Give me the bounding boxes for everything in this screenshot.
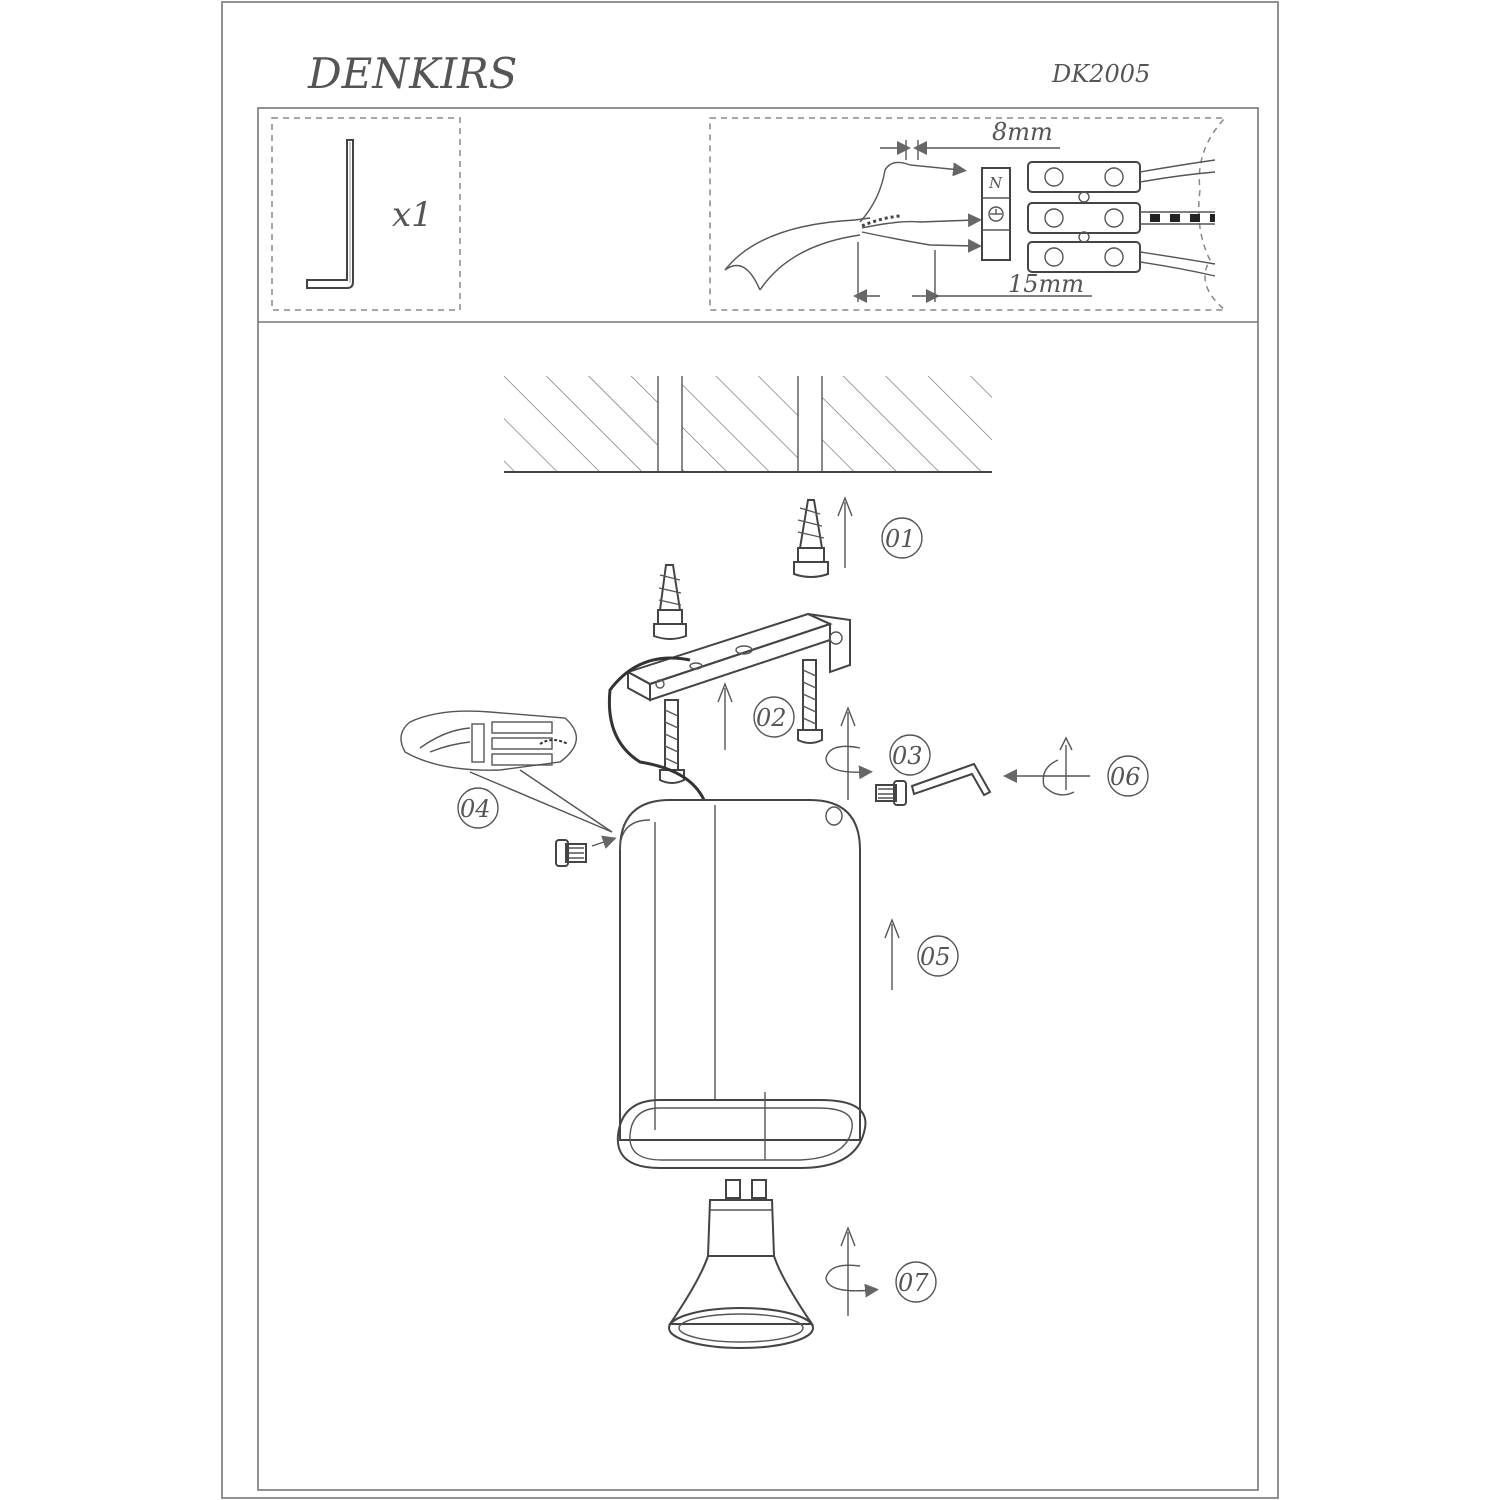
hex-key-tool [910, 762, 992, 797]
svg-text:01: 01 [885, 525, 916, 553]
step-05-arrow [884, 918, 900, 990]
hex-key-icon [306, 139, 354, 289]
svg-text:07: 07 [898, 1269, 929, 1297]
wall-plug-icon [793, 499, 829, 578]
svg-text:04: 04 [460, 795, 491, 823]
wiring-detail-panel: 8mm 15mm N [709, 117, 1228, 311]
step-02-badge: 02 [753, 696, 795, 738]
step-07-badge: 07 [895, 1261, 937, 1303]
content-frame [257, 107, 1259, 1491]
rotate-arrow-icon [825, 706, 873, 800]
mounting-bracket [625, 612, 851, 702]
svg-text:03: 03 [892, 742, 923, 770]
step-04-badge: 04 [457, 787, 499, 829]
strip-length-long: 15mm [1008, 270, 1084, 298]
strip-length-short: 8mm [992, 118, 1053, 146]
supply-cable [724, 217, 871, 291]
ceiling-section [504, 376, 992, 473]
bracket-screw-left [659, 699, 685, 784]
connector-strip [1027, 161, 1141, 273]
gu10-bulb [668, 1179, 814, 1349]
set-screw-left [555, 835, 617, 867]
screw-icon [653, 564, 687, 640]
step-05-badge: 05 [917, 935, 959, 977]
terminal-block [981, 167, 1011, 261]
tighten-arrow-icon [1003, 736, 1090, 796]
step-06-badge: 06 [1107, 755, 1149, 797]
step-01-arrow [837, 496, 853, 568]
lamp-housing [616, 799, 867, 1169]
accessory-panel: x1 [271, 117, 461, 311]
model-number: DK2005 [1051, 60, 1150, 88]
set-screw-right [875, 780, 907, 806]
earth-ground-icon [988, 206, 1004, 222]
sheet-border [221, 1, 1279, 1499]
svg-text:02: 02 [756, 704, 787, 732]
bracket-screw-right [797, 659, 823, 744]
terminal-neutral-label: N [988, 174, 1003, 192]
twist-arrow-icon [825, 1226, 879, 1316]
step-03-badge: 03 [889, 734, 931, 776]
svg-text:06: 06 [1110, 763, 1141, 791]
step-01-badge: 01 [881, 517, 923, 559]
svg-text:05: 05 [920, 943, 951, 971]
step-02-arrow [717, 682, 733, 750]
brand-name: DENKIRS [307, 49, 517, 98]
wiring-callout [400, 710, 613, 833]
internal-cable [607, 656, 706, 801]
hex-key-quantity: x1 [392, 195, 433, 235]
